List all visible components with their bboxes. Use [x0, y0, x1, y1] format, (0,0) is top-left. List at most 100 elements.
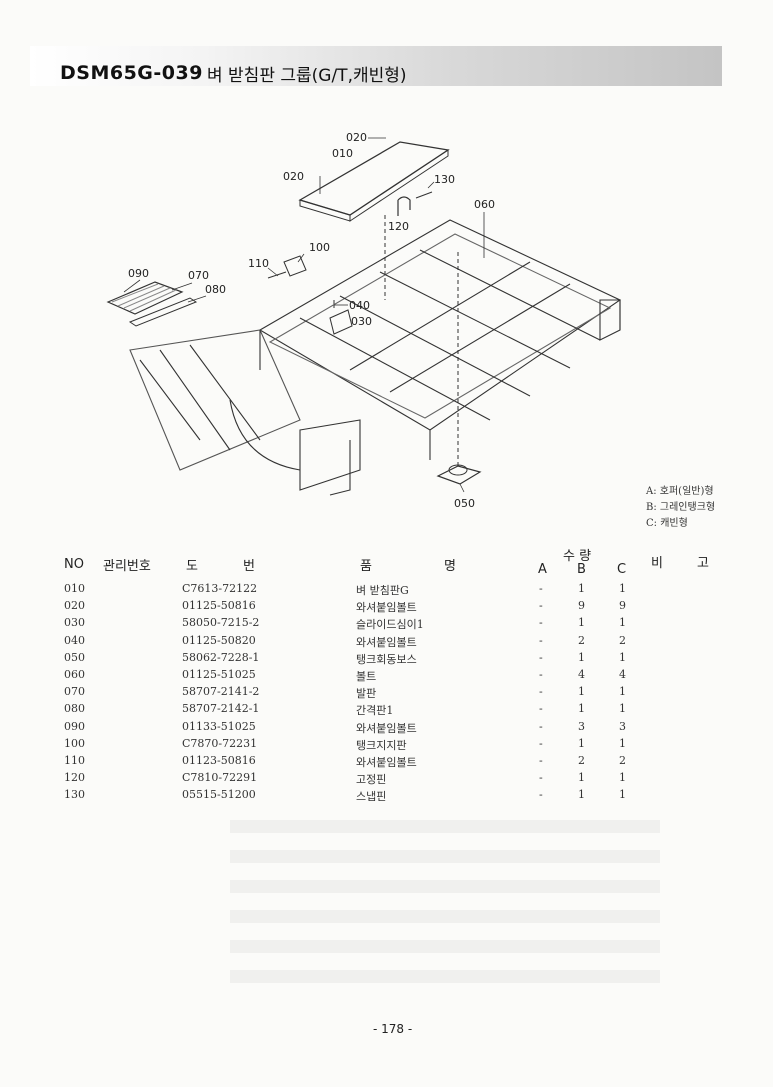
title-banner	[30, 46, 722, 86]
row-part-name: 벼 받침판G	[356, 584, 409, 597]
row-qty-c: 4	[619, 667, 626, 681]
row-part-name: 볼트	[356, 669, 377, 683]
row-qty-a: -	[539, 616, 543, 630]
row-qty-a: -	[539, 633, 543, 647]
callout-110: 110	[248, 257, 269, 270]
row-no: 070	[64, 685, 85, 699]
row-qty-c: 1	[619, 771, 626, 785]
header-a: A	[538, 562, 547, 577]
legend-a: A: 호퍼(일반)형	[646, 486, 714, 497]
scan-stripe	[230, 820, 660, 833]
row-part-name: 발판	[356, 687, 377, 701]
row-part-name: 탱크지지판	[356, 738, 407, 752]
row-part-number: 01123-50816	[182, 753, 256, 767]
scan-stripe	[230, 910, 660, 923]
row-qty-a: -	[539, 753, 543, 767]
header-myeong: 명	[444, 559, 456, 574]
scan-stripe	[230, 940, 660, 953]
row-qty-c: 1	[619, 736, 626, 750]
header-mgmt: 관리번호	[103, 559, 151, 574]
row-no: 100	[64, 736, 85, 750]
row-qty-b: 1	[578, 788, 585, 802]
row-part-name: 고정핀	[356, 773, 387, 787]
row-qty-c: 1	[619, 685, 626, 699]
row-part-number: 01125-51025	[182, 667, 256, 681]
callout-070: 070	[188, 269, 209, 282]
row-part-name: 와셔붙임볼트	[356, 635, 417, 649]
row-part-name: 스냅핀	[356, 790, 387, 804]
row-qty-c: 3	[619, 719, 626, 733]
row-qty-b: 4	[578, 667, 585, 681]
row-qty-c: 1	[619, 788, 626, 802]
callout-120: 120	[388, 220, 409, 233]
row-part-number: 58062-7228-1	[182, 650, 260, 664]
page-number: - 178 -	[373, 1022, 413, 1036]
row-part-number: C7810-72291	[182, 771, 258, 785]
callout-080: 080	[205, 283, 226, 296]
callout-100: 100	[309, 241, 330, 254]
row-qty-b: 1	[578, 685, 585, 699]
legend-c: C: 캐빈형	[646, 518, 688, 529]
row-qty-b: 1	[578, 650, 585, 664]
row-part-number: 58050-7215-2	[182, 616, 260, 630]
row-qty-b: 2	[578, 753, 585, 767]
callout-030: 030	[351, 315, 372, 328]
scan-stripe	[230, 880, 660, 893]
scan-stripe	[230, 970, 660, 983]
header-c: C	[617, 562, 627, 577]
row-qty-a: -	[539, 582, 543, 595]
legend-b: B: 그레인탱크형	[646, 502, 716, 513]
header-qty: 수 량	[563, 549, 592, 564]
header-do: 도	[186, 559, 198, 574]
row-part-name: 와셔붙임볼트	[356, 721, 417, 735]
row-qty-b: 1	[578, 771, 585, 785]
scan-stripe	[230, 850, 660, 863]
row-part-name: 탱크회동보스	[356, 652, 417, 666]
row-part-number: 01133-51025	[182, 719, 256, 733]
row-no: 120	[64, 771, 85, 785]
header-pum: 품	[360, 559, 372, 574]
row-part-name: 슬라이드심이1	[356, 618, 424, 632]
header-go: 고	[697, 556, 709, 571]
row-no: 050	[64, 650, 85, 664]
row-qty-a: -	[539, 788, 543, 802]
row-no: 030	[64, 616, 85, 630]
parts-diagram: 020 010 020 130 060 120 100 110 090 070 …	[106, 131, 622, 510]
row-no: 110	[64, 753, 85, 767]
callout-020-top: 020	[346, 131, 367, 144]
row-qty-c: 2	[619, 633, 626, 647]
header-b: B	[577, 562, 586, 577]
callout-090: 090	[128, 267, 149, 280]
row-qty-b: 1	[578, 736, 585, 750]
row-qty-c: 1	[619, 650, 626, 664]
row-qty-b: 2	[578, 633, 585, 647]
table-row: 070 58707-2141-2 발판 - 1 1	[0, 683, 773, 700]
row-no: 080	[64, 702, 85, 716]
row-part-number: 01125-50820	[182, 633, 256, 647]
callout-130: 130	[434, 173, 455, 186]
row-no: 090	[64, 719, 85, 733]
header-no: NO	[64, 557, 84, 572]
plate-010-shape	[298, 141, 450, 216]
row-qty-a: -	[539, 685, 543, 699]
row-part-number: 58707-2141-2	[182, 685, 260, 699]
row-part-number: 05515-51200	[182, 788, 256, 802]
callout-020-left: 020	[283, 170, 304, 183]
row-qty-b: 1	[578, 582, 585, 595]
page-title-name: 벼 받침판 그룹(G/T,캐빈형)	[207, 66, 407, 86]
callout-010: 010	[332, 147, 353, 160]
row-qty-a: -	[539, 736, 543, 750]
row-qty-c: 9	[619, 599, 626, 613]
row-no: 020	[64, 599, 85, 613]
row-qty-c: 1	[619, 582, 626, 595]
row-qty-a: -	[539, 702, 543, 716]
row-part-number: C7613-72122	[182, 582, 258, 595]
row-part-number: 01125-50816	[182, 599, 256, 613]
